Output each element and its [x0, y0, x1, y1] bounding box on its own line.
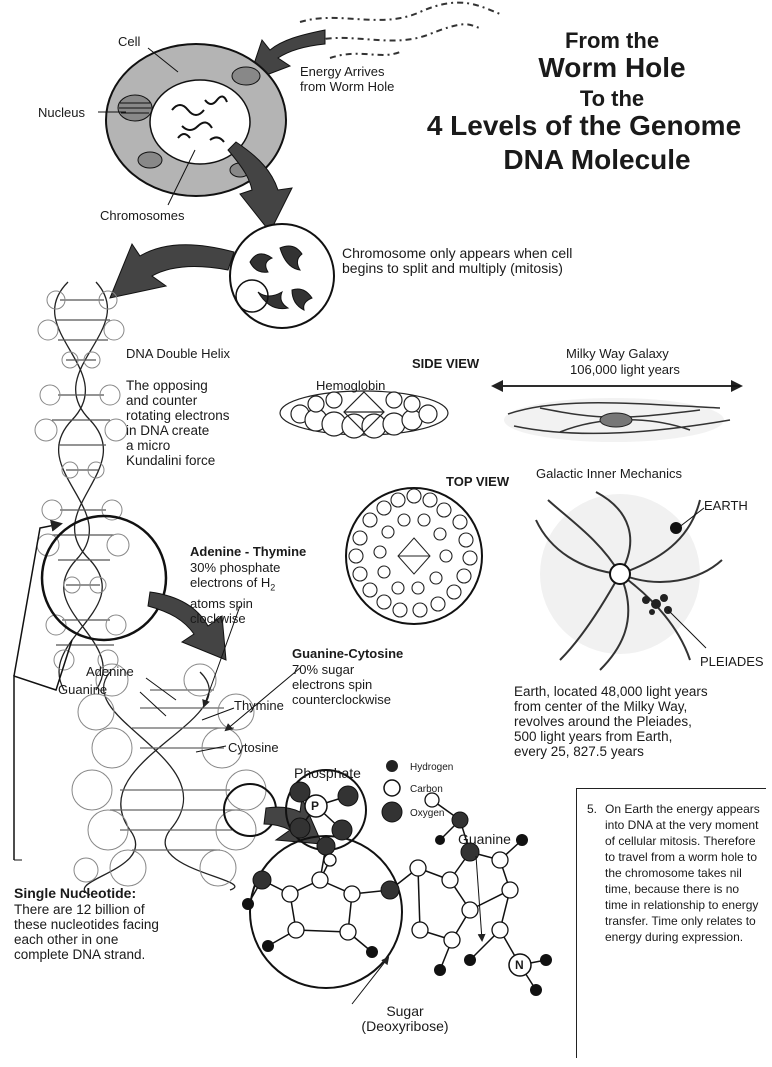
- oxygen-legend-label: Oxygen: [410, 806, 444, 821]
- dna-double-helix-label: DNA Double Helix: [126, 346, 230, 361]
- guanine-cytosine-text: 70% sugar electrons spin counterclockwis…: [292, 662, 442, 707]
- title-line-2: Worm Hole: [472, 54, 752, 83]
- pleiades-label: PLEIADES: [700, 654, 764, 669]
- title-line-1: From the: [512, 30, 712, 52]
- note-box: 5. On Earth the energy appears into DNA …: [576, 788, 766, 1058]
- helix-bracket-top: [14, 524, 60, 676]
- hydrogen-legend-dot: [386, 760, 398, 772]
- adenine-label: Adenine: [86, 664, 134, 679]
- hemoglobin-label: Hemoglobin: [316, 378, 385, 393]
- title-line-4: 4 Levels of the Genome: [398, 112, 770, 141]
- title-line-3: To the: [512, 88, 712, 110]
- earth-dot: [670, 522, 682, 534]
- nucleus-label: Nucleus: [38, 105, 85, 120]
- hemoglobin-top-view: [346, 488, 482, 624]
- oxygen-legend-dot: [382, 802, 402, 822]
- dna-description: The opposing and counter rotating electr…: [126, 378, 286, 468]
- note-text: On Earth the energy appears into DNA at …: [605, 801, 760, 945]
- wormhole-energy-lines: [300, 3, 500, 58]
- side-view-label: SIDE VIEW: [412, 356, 479, 371]
- helix-bracket-line: [14, 640, 72, 860]
- atom-legend: [382, 760, 402, 822]
- guanine-cytosine-title: Guanine-Cytosine: [292, 646, 403, 661]
- guanine-molecule-label: Guanine: [458, 832, 511, 847]
- earth-label: EARTH: [704, 498, 748, 513]
- adenine-thymine-text: 30% phosphate electrons of H2 atoms spin…: [190, 560, 350, 626]
- galaxy-top-view: [536, 492, 722, 670]
- top-view-label: TOP VIEW: [446, 474, 509, 489]
- title-line-5: DNA Molecule: [452, 146, 742, 175]
- guanine-label: Guanine: [58, 682, 107, 697]
- sugar-label: Sugar (Deoxyribose): [340, 1004, 470, 1034]
- hydrogen-legend-label: Hydrogen: [410, 760, 453, 775]
- galactic-mechanics-label: Galactic Inner Mechanics: [536, 466, 682, 481]
- carbon-legend-label: Carbon: [410, 782, 443, 797]
- phosphate-label: Phosphate: [294, 766, 361, 781]
- chromosome-note: Chromosome only appears when cell begins…: [342, 246, 642, 276]
- galaxy-distance-label: 106,000 light years: [570, 362, 680, 377]
- chromosomes-label: Chromosomes: [100, 208, 185, 223]
- adenine-thymine-title: Adenine - Thymine: [190, 544, 306, 559]
- hemoglobin-side-view: [280, 391, 448, 438]
- dna-double-helix: [35, 282, 129, 690]
- single-nucleotide-text: There are 12 billion of these nucleotide…: [14, 902, 214, 962]
- carbon-legend-dot: [384, 780, 400, 796]
- nitrogen-n-label: N: [515, 958, 524, 973]
- chromosome-illustration: [230, 224, 334, 328]
- cytosine-label: Cytosine: [228, 740, 279, 755]
- cell-label: Cell: [118, 34, 140, 49]
- milky-way-label: Milky Way Galaxy: [566, 346, 669, 361]
- energy-arrives-label: Energy Arrives from Worm Hole: [300, 64, 460, 94]
- energy-arrow-3: [110, 244, 234, 298]
- single-nucleotide-title: Single Nucleotide:: [14, 886, 136, 901]
- note-number: 5.: [587, 801, 597, 817]
- phosphate-p-label: P: [311, 799, 319, 814]
- milky-way-side-view: [494, 386, 740, 442]
- earth-note: Earth, located 48,000 light years from c…: [514, 684, 770, 759]
- thymine-label: Thymine: [234, 698, 284, 713]
